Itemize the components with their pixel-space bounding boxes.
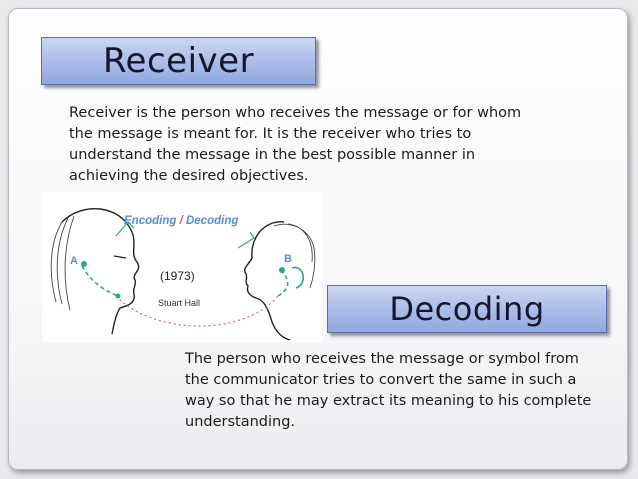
receiver-description: Receiver is the person who receives the … [69,105,522,184]
left-face-outline [61,208,140,335]
decoding-path [277,271,289,297]
decoding-title-box: Decoding [327,285,607,333]
left-bracket [115,221,135,237]
encoding-decoding-diagram: Encoding / Decoding A B (1973) Stuart Ha… [50,208,316,341]
svg-text:Encoding / Decoding: Encoding / Decoding [124,215,238,227]
point-b-label: B [284,253,292,265]
point-a-label: A [70,255,78,267]
point-a-dot [81,261,87,267]
encoding-label: Encoding [124,215,176,227]
right-face-outline [243,221,291,341]
decoding-title: Decoding [389,290,545,328]
right-face-ear [291,266,304,289]
author-label: Stuart Hall [158,298,200,308]
communication-illustration: Encoding / Decoding A B (1973) Stuart Ha… [42,192,322,342]
year-label: (1973) [160,269,195,283]
receiver-title: Receiver [102,41,255,81]
left-face-eye [113,255,127,259]
slide: Receiver Receiver is the person who rece… [8,8,628,470]
decoding-description: The person who receives the message or s… [185,351,592,430]
encoding-path [81,265,119,297]
label-separator: / [176,215,186,227]
mouth-dot [115,293,121,299]
receiver-title-box: Receiver [41,37,316,85]
left-face-hair [50,215,75,311]
decoding-label: Decoding [186,215,238,227]
right-face-hair [273,223,316,289]
point-b-dot [279,267,285,273]
right-bracket [237,231,255,249]
